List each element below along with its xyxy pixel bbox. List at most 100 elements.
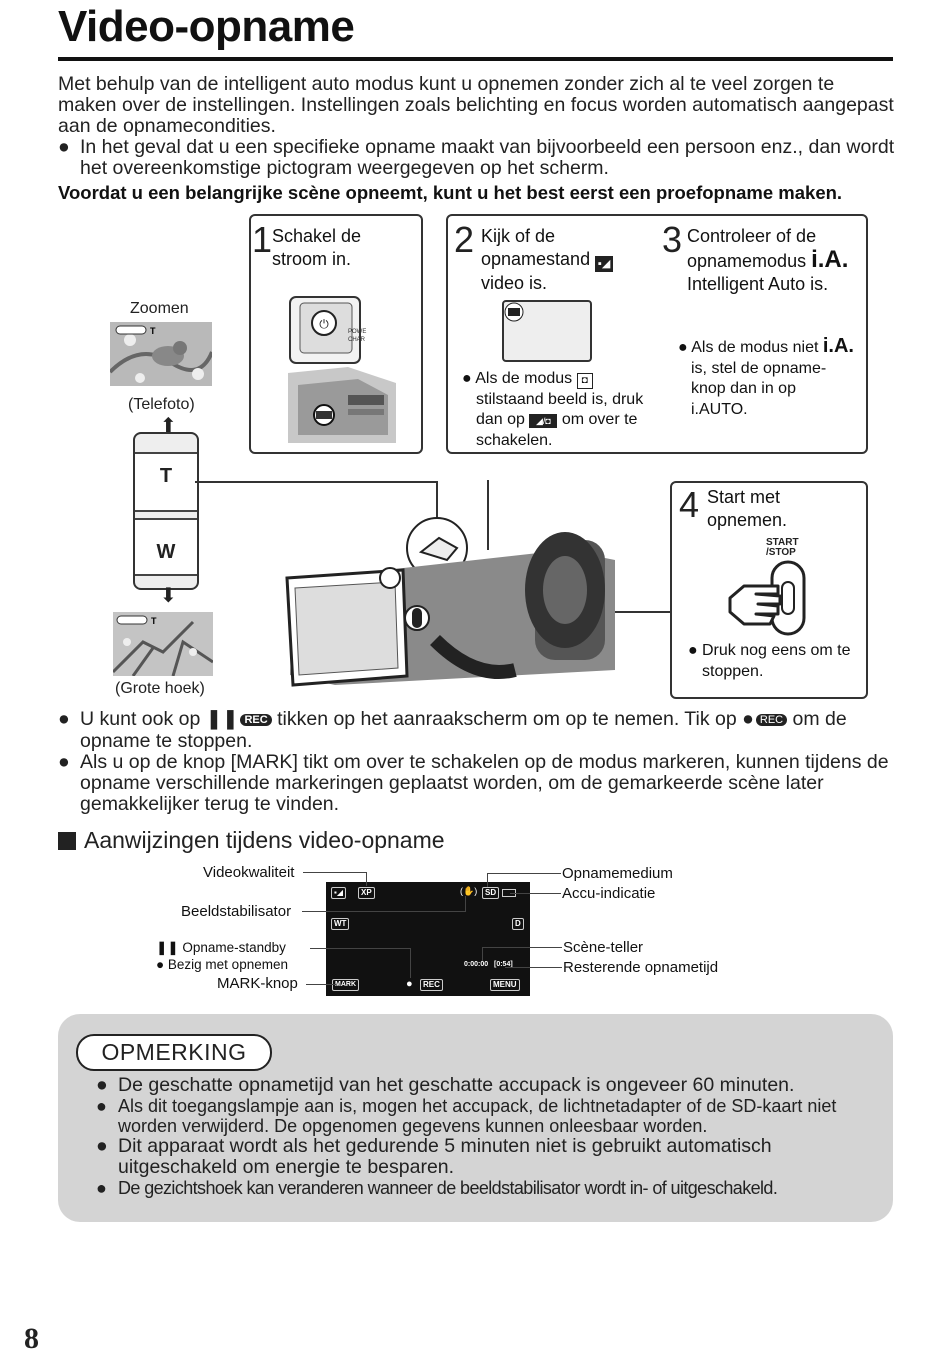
camera-mode-icon: ◘: [576, 373, 593, 389]
leader-line: [410, 948, 411, 978]
scr-d-tag: D: [512, 918, 524, 930]
bold-tip: Voordat u een belangrijke scène opneemt,…: [58, 182, 843, 203]
step-1-text: Schakel de stroom in.: [272, 226, 362, 269]
note-item: ●De geschatte opnametijd van het geschat…: [96, 1075, 886, 1096]
camcorder-illustration: [195, 480, 670, 687]
label-standby: ❚❚ Opname-standby: [156, 940, 286, 955]
lower-bullet-2: ● Als u op de knop [MARK] tikt om over t…: [58, 752, 898, 815]
intro-bullet-text: In het geval dat u een specifieke opname…: [80, 136, 895, 179]
zoom-lever: T W: [133, 432, 199, 590]
ia-logo: i.A.: [811, 246, 849, 273]
bullet-dot: ●: [96, 1135, 108, 1157]
indicators-section-title: Aanwijzingen tijdens video-opname: [58, 827, 445, 854]
lcd-screen-illustration: [502, 300, 592, 362]
leader-line: [306, 984, 336, 985]
bullet-dot: ●: [96, 1096, 107, 1116]
leader-line: [510, 893, 561, 894]
mode-switch-icon: ◢/◘: [529, 414, 558, 428]
zoom-label: Zoomen: [130, 300, 189, 317]
bezig-text: Bezig met opnemen: [167, 957, 288, 972]
step-3-note-line1: ● Als de modus niet i.A.: [678, 335, 854, 357]
step-3-text: Controleer of de opnamemodus i.A. Intell…: [687, 225, 848, 296]
leader-line: [310, 948, 410, 949]
step-3-note-line2: is, stel de opname-: [691, 359, 827, 377]
step-2-note-text4: om over te: [561, 411, 638, 428]
wide-angle-label: (Grote hoek): [115, 680, 205, 697]
intro-text: Met behulp van de intelligent auto modus…: [58, 74, 898, 179]
leader-line: [505, 967, 562, 968]
intro-bullet: ● In het geval dat u een specifieke opna…: [58, 137, 898, 179]
finger-press-icon: [728, 560, 806, 636]
stop-rec-icon: ●REC: [742, 708, 788, 730]
telephoto-photo: T: [110, 322, 212, 386]
scr-wt-tag: WT: [331, 918, 350, 930]
zoom-t-button: T: [135, 452, 197, 512]
note-item-text: Als dit toegangslampje aan is, mogen het…: [118, 1096, 837, 1136]
leader-line: [482, 947, 562, 948]
step-2-number: 2: [454, 219, 475, 260]
step-3-number: 3: [662, 219, 683, 260]
leader-line: [366, 872, 367, 886]
step-4-note-text: Druk nog eens om te stoppen.: [702, 642, 851, 680]
power-switch-illustration: ⏻ POWE CHAR: [288, 296, 396, 443]
note-item: ●De gezichtshoek kan veranderen wanneer …: [96, 1178, 886, 1199]
rec-button[interactable]: REC: [420, 979, 443, 991]
step-2-note-line5: schakelen.: [476, 431, 553, 449]
label-bezig: ● Bezig met opnemen: [156, 957, 288, 972]
step-3-line1: Controleer of de: [687, 226, 817, 246]
step-2-note-line1: ● Als de modus ◘: [462, 369, 672, 390]
leader-line: [302, 911, 465, 912]
stabilizer-icon: (✋): [460, 886, 478, 896]
indicators-title-text: Aanwijzingen tijdens video-opname: [84, 827, 445, 853]
note-item: ● Dit apparaat wordt als het gedurende 5 …: [96, 1136, 886, 1178]
page-title: Video-opname: [58, 2, 355, 51]
step-2-line1: Kijk of de: [481, 226, 556, 246]
zoom-w-button: W: [135, 518, 197, 576]
ia-logo-small: i.A.: [822, 335, 854, 357]
pause-rec-icon: ❚❚REC: [206, 709, 272, 731]
leader-line: [487, 873, 561, 874]
video-mode-icon: ▪◢: [595, 256, 614, 272]
step-2-text: Kijk of de opnamestand ▪◢ video is.: [481, 225, 614, 295]
rec-badge: REC: [755, 714, 788, 726]
leader-line: [487, 873, 488, 887]
label-beeldstabilisator: Beeldstabilisator: [181, 903, 292, 920]
standby-text: Opname-standby: [182, 940, 286, 955]
scr-xp-tag: XP: [358, 887, 375, 899]
step-4-note: ●Druk nog eens om te stoppen.: [688, 641, 858, 682]
note-item-text: Dit apparaat wordt als het gedurende 5 m…: [118, 1135, 772, 1178]
scr-sd-tag: SD: [482, 887, 500, 899]
menu-button[interactable]: MENU: [490, 979, 520, 991]
rec-dot-icon: ●: [406, 978, 413, 990]
scene-counter: 0:00:00: [464, 961, 489, 968]
step-3-line2-text: opnamemodus: [687, 251, 807, 271]
wide-angle-photo: T: [113, 612, 213, 676]
leader-line: [465, 896, 466, 912]
lower-b1-part-b: tikken op het aanraakscherm om op te nem…: [277, 708, 737, 730]
start-label: START: [766, 537, 799, 548]
remaining-time[interactable]: [0:54]: [494, 961, 513, 968]
svg-text:⏻: ⏻: [319, 317, 329, 331]
step-2-note-line2: stilstaand beeld is, druk: [476, 390, 644, 408]
note-item-text: De gezichtshoek kan veranderen wanneer d…: [118, 1178, 778, 1198]
step-2-note: ● Als de modus ◘ stilstaand beeld is, dr…: [462, 369, 672, 451]
step-3-note-line4: i.AUTO.: [691, 400, 748, 418]
mark-button[interactable]: MARK: [332, 979, 359, 991]
label-videokwaliteit: Videokwaliteit: [203, 864, 295, 881]
note-item-text: De geschatte opnametijd van het geschatt…: [118, 1074, 795, 1096]
lower-b1-part-a: U kunt ook op: [80, 708, 201, 730]
step-2-line3: video is.: [481, 273, 548, 293]
svg-text:POWE: POWE: [348, 329, 366, 335]
step-4-text: Start met opnemen.: [707, 487, 788, 530]
telephoto-label: (Telefoto): [128, 396, 195, 413]
rec-badge: REC: [240, 714, 272, 726]
page-number: 8: [24, 1322, 39, 1355]
lower-bullets: ● U kunt ook op ❚❚REC tikken op het aanr…: [58, 709, 898, 815]
recording-screen: ▪◢ XP (✋) SD WT D 0:00:00 [0:54] MARK ● …: [326, 882, 530, 996]
bullet-dot: ●: [58, 136, 70, 158]
label-mark: MARK-knop: [217, 975, 298, 992]
stop-label: /STOP: [766, 547, 796, 558]
square-icon: [58, 831, 76, 850]
step-3-note-line3: knop dan in op: [691, 380, 796, 397]
bullet-dot: ●: [58, 751, 70, 773]
